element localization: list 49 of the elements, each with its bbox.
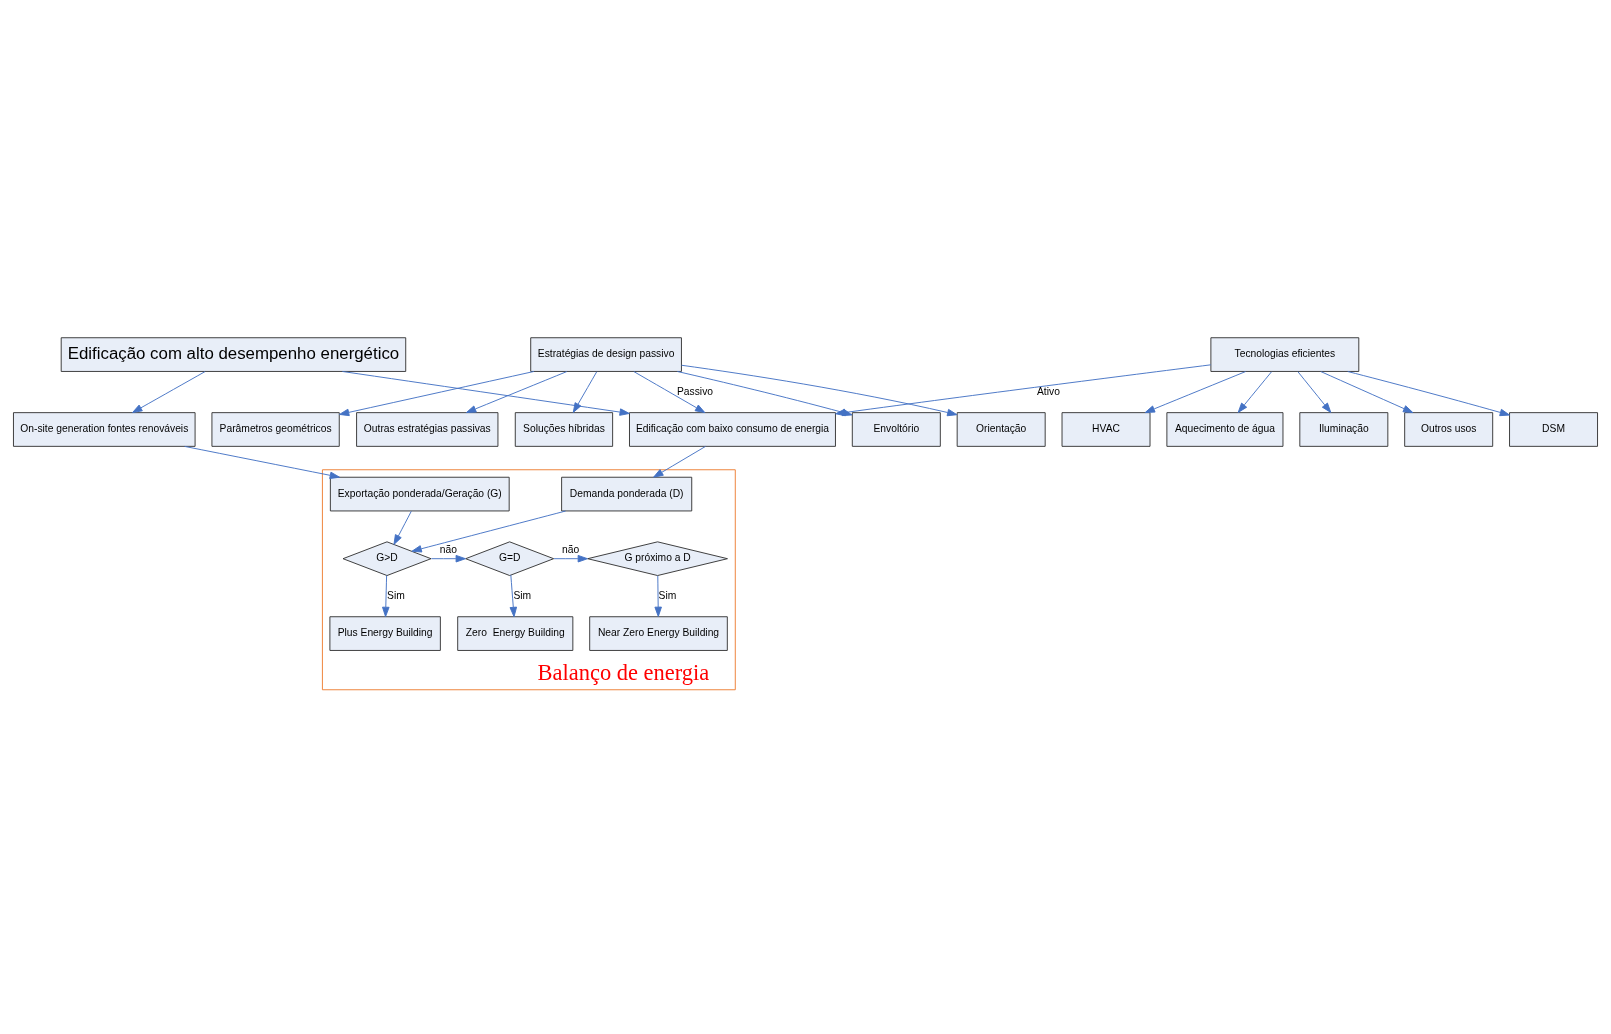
arrow xyxy=(465,370,568,413)
arrow xyxy=(430,554,466,562)
node-box: On-site generation fontes renováveis xyxy=(12,411,196,447)
node-box: Iluminação xyxy=(1299,411,1389,447)
edge-label: Sim xyxy=(513,589,532,601)
node-box: Outros usos xyxy=(1404,411,1494,447)
edge-label: Sim xyxy=(387,589,405,601)
node-box: Parâmetros geométricos xyxy=(211,411,340,447)
arrow xyxy=(1237,370,1272,413)
node-diamond: G>D xyxy=(342,540,432,576)
node-box: Demanda ponderada (D) xyxy=(561,476,693,511)
arrow xyxy=(572,370,598,413)
node-box: Soluções híbridas xyxy=(514,411,614,447)
arrow xyxy=(1297,370,1332,413)
arrow xyxy=(184,445,340,479)
arrow xyxy=(341,370,630,416)
edge-label: não xyxy=(562,543,580,555)
arrow xyxy=(1144,370,1247,413)
node-box: DSM xyxy=(1509,411,1598,447)
edge-label: Passivo xyxy=(677,385,714,397)
arrow xyxy=(1347,370,1510,416)
edge-label: Ativo xyxy=(1037,385,1060,397)
node-box: Plus Energy Building xyxy=(329,615,441,651)
arrow xyxy=(411,510,567,552)
node-box: Exportação ponderada/Geração (G) xyxy=(329,476,510,511)
node-box: HVAC xyxy=(1061,411,1151,447)
node-box: Zero Energy Building xyxy=(457,615,574,651)
arrow xyxy=(654,574,662,617)
arrow xyxy=(633,370,706,413)
arrow xyxy=(1320,370,1414,413)
node-box: Tecnologias eficientes xyxy=(1210,336,1360,372)
arrow xyxy=(509,574,518,617)
arrow xyxy=(382,574,390,617)
edge-label: não xyxy=(439,543,457,555)
arrow xyxy=(393,510,412,545)
node-box: Orientação xyxy=(956,411,1046,447)
node-box: Edificação com alto desempenho energético xyxy=(60,336,407,372)
node-box: Outras estratégias passivas xyxy=(356,411,499,447)
node-diamond: G próximo a D xyxy=(587,540,728,576)
node-box: Envoltório xyxy=(851,411,941,447)
node-box: Estratégias de design passivo xyxy=(530,336,682,372)
edge-label: Sim xyxy=(658,589,677,601)
arrow xyxy=(339,370,535,416)
node-box: Edificação com baixo consumo de energia xyxy=(629,411,836,447)
node-box: Aquecimento de água xyxy=(1166,411,1284,447)
arrow xyxy=(553,554,588,562)
arrow xyxy=(132,370,206,413)
node-box: Near Zero Energy Building xyxy=(589,615,728,651)
node-diamond: G=D xyxy=(465,540,555,576)
